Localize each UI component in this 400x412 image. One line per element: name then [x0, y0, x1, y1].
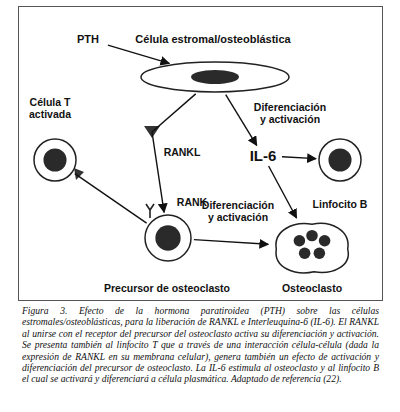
arrow-connector — [194, 240, 268, 245]
shape-outline — [144, 214, 192, 262]
arrow-connector — [282, 157, 316, 159]
node-text: Célula T activada — [18, 96, 82, 120]
cell-membrane — [276, 223, 348, 273]
ligand-label: RANKL — [160, 146, 204, 158]
cell-shape — [270, 218, 354, 276]
osteoclast-precursor: Precursor de osteoclasto — [92, 212, 242, 298]
cytokine-label: IL-6 — [246, 147, 280, 167]
cell-membrane — [319, 139, 361, 181]
node-text: Célula estromal/osteoblástica — [118, 33, 308, 46]
cell-membrane — [34, 139, 76, 181]
t-cell: Célula T activada — [18, 96, 98, 184]
cell-shape — [33, 138, 77, 182]
shape-outline — [318, 138, 362, 182]
arrow-connector — [269, 166, 297, 218]
shape-outline — [33, 138, 77, 182]
figure-frame — [19, 7, 383, 301]
arrow-connector — [152, 94, 196, 212]
osteoclast: Osteoclasto — [266, 212, 358, 298]
t-cell-rankl-triangle — [74, 168, 84, 180]
rank-receptor — [146, 204, 154, 218]
arrow-connector — [226, 95, 257, 146]
cell-nucleus — [299, 248, 311, 259]
edge-label: Diferenciación y activación — [198, 199, 278, 223]
cell-nucleus — [314, 248, 326, 259]
edge-label: Diferenciación y activación — [250, 101, 330, 125]
hormone-label: PTH — [70, 33, 106, 49]
osteoclast-body — [276, 223, 348, 273]
node-text: PTH — [70, 33, 106, 46]
contact-line — [75, 174, 147, 224]
node-text: IL-6 — [246, 147, 280, 164]
cell-nucleus — [328, 148, 351, 171]
node-text: Osteoclasto — [266, 282, 358, 294]
cell-shape — [140, 61, 290, 93]
rankl-triangle — [144, 126, 160, 138]
cell-membrane — [145, 215, 191, 261]
cell-nucleus — [191, 70, 239, 84]
stromal-cell: Célula estromal/osteoblástica — [118, 33, 308, 95]
cell-nucleus — [43, 148, 66, 171]
cell-shape — [318, 138, 362, 182]
cell-nucleus — [294, 235, 306, 246]
arrow-connector — [108, 45, 169, 63]
cell-shape — [144, 214, 192, 262]
figure-caption: Figura 3. Efecto de la hormona paratiroi… — [22, 305, 379, 385]
cell-nucleus — [306, 230, 318, 241]
cell-nucleus — [155, 225, 180, 250]
cell-membrane — [141, 62, 289, 92]
node-text: Precursor de osteoclasto — [92, 282, 242, 294]
shape-outline — [270, 218, 354, 276]
shape-outline — [140, 61, 290, 93]
node-text: Linfocito B — [302, 198, 378, 210]
cell-nucleus — [319, 235, 331, 246]
b-cell: Linfocito B — [302, 136, 378, 214]
